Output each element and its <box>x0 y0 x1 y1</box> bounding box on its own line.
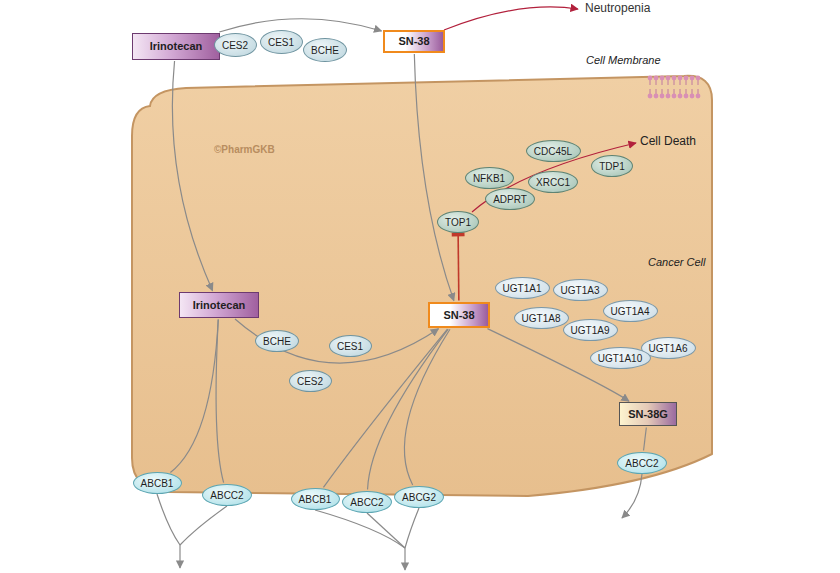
cancer-cell: Cell MembraneCancer CellCDC45LTDP1NFKB1X… <box>128 66 718 511</box>
pathway-arrow <box>404 329 450 485</box>
efflux-line <box>180 506 227 545</box>
node-text: UGT1A9 <box>571 325 610 336</box>
transporter-oval: ABCC2 <box>617 452 667 474</box>
effect-label: Neutropenia <box>585 1 650 15</box>
membrane-label: Cell Membrane <box>586 54 661 66</box>
transporter-oval: ABCB1 <box>133 472 182 494</box>
pathway-arrow <box>487 329 628 402</box>
pathway-arrow <box>216 319 224 482</box>
protein-oval: NFKB1 <box>465 167 514 189</box>
efflux-line <box>405 508 419 548</box>
node-text: CDC45L <box>534 146 572 157</box>
neutropenia-arrow <box>444 7 578 30</box>
node-text: CES2 <box>222 40 248 51</box>
inhibition-line <box>457 234 459 300</box>
node-text: BCHE <box>263 336 291 347</box>
node-text: CES2 <box>297 376 323 387</box>
efflux-arrow <box>179 545 180 568</box>
protein-oval: TOP1 <box>437 211 479 233</box>
node-text: SN-38 <box>443 309 474 321</box>
efflux-line <box>315 510 405 548</box>
node-text: SN-38 <box>398 35 429 47</box>
node-text: CES1 <box>268 37 294 48</box>
membrane-icon <box>648 76 701 99</box>
node-text: Irinotecan <box>150 40 203 52</box>
cell-body <box>132 76 712 496</box>
node-text: ABCB1 <box>141 478 174 489</box>
transporter-oval: ABCG2 <box>394 486 444 508</box>
node-text: ABCC2 <box>210 490 243 501</box>
cell-death-arrow <box>472 143 636 212</box>
enzyme-oval: CES2 <box>289 370 332 392</box>
enzyme-oval: UGT1A10 <box>590 347 651 369</box>
pathway-arrow <box>414 54 454 301</box>
node-text: TDP1 <box>599 161 625 172</box>
node-text: UGT1A10 <box>598 353 642 364</box>
pathway-arrow <box>644 427 647 450</box>
protein-oval: CDC45L <box>526 140 581 162</box>
pathway-arrow <box>323 329 447 487</box>
protein-oval: XRCC1 <box>528 171 578 193</box>
enzyme-oval: BCHE <box>303 38 347 62</box>
enzyme-oval: BCHE <box>255 330 299 352</box>
watermark: ©PharmGKB <box>214 144 275 155</box>
cell-outline <box>128 66 718 511</box>
enzyme-oval: UGT1A8 <box>514 307 569 329</box>
effect-label: Cell Death <box>640 134 696 148</box>
efflux-arrow <box>404 548 405 570</box>
efflux-line <box>157 494 180 545</box>
node-text: XRCC1 <box>536 177 570 188</box>
pathway-arrow <box>172 61 212 291</box>
enzyme-oval: CES2 <box>214 33 257 57</box>
node-text: UGT1A3 <box>561 285 600 296</box>
node-text: ADPRT <box>493 194 527 205</box>
protein-oval: ADPRT <box>485 188 535 210</box>
pathway-arrow <box>170 319 218 472</box>
drug-box: Irinotecan <box>132 33 220 60</box>
metabolite-box: SN-38G <box>619 402 677 426</box>
node-text: CES1 <box>337 341 363 352</box>
node-text: UGT1A6 <box>649 343 688 354</box>
node-text: ABCG2 <box>402 492 436 503</box>
node-text: BCHE <box>311 45 339 56</box>
enzyme-oval: UGT1A4 <box>603 300 658 322</box>
efflux-arrow <box>622 474 642 518</box>
drug-box: Irinotecan <box>179 292 259 318</box>
transporter-oval: ABCC2 <box>202 484 252 506</box>
node-text: UGT1A4 <box>611 306 650 317</box>
cell-label: Cancer Cell <box>648 256 705 268</box>
efflux-line <box>367 513 405 548</box>
enzyme-oval: UGT1A1 <box>495 277 550 299</box>
pathway-arrow <box>219 19 381 32</box>
enzyme-oval: UGT1A9 <box>563 319 618 341</box>
protein-oval: TDP1 <box>591 155 633 177</box>
enzyme-oval: CES1 <box>260 30 303 54</box>
node-text: Irinotecan <box>193 299 246 311</box>
transporter-oval: ABCB1 <box>291 488 340 510</box>
metabolite-box: SN-38 <box>428 302 490 328</box>
node-text: UGT1A8 <box>522 313 561 324</box>
metabolite-box: SN-38 <box>383 30 445 53</box>
enzyme-oval: CES1 <box>329 335 372 357</box>
node-text: ABCB1 <box>299 494 332 505</box>
node-text: TOP1 <box>445 217 471 228</box>
transporter-oval: ABCC2 <box>342 491 392 513</box>
node-text: ABCC2 <box>350 497 383 508</box>
enzyme-oval: UGT1A3 <box>553 279 608 301</box>
pathway-arrow <box>235 319 438 363</box>
node-text: UGT1A1 <box>503 283 542 294</box>
node-text: SN-38G <box>628 408 668 420</box>
node-text: ABCC2 <box>625 458 658 469</box>
node-text: NFKB1 <box>473 173 505 184</box>
